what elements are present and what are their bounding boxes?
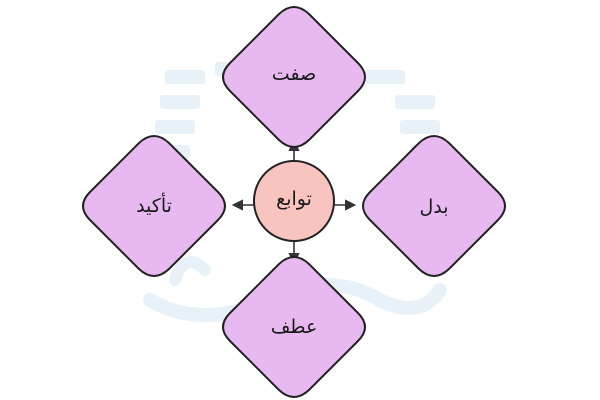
node-top-shape [222,6,366,148]
node-bottom-shape [222,256,366,398]
node-bottom-label: عطف [270,316,318,338]
node-left-shape [82,135,226,277]
node-top-label: صفت [271,63,317,85]
node-left-label: تأکید [136,195,172,217]
node-right-label: بدل [419,196,449,218]
node-right-shape [362,135,506,277]
center-node-label: توابع [276,188,312,210]
center-node-shape [253,160,335,242]
